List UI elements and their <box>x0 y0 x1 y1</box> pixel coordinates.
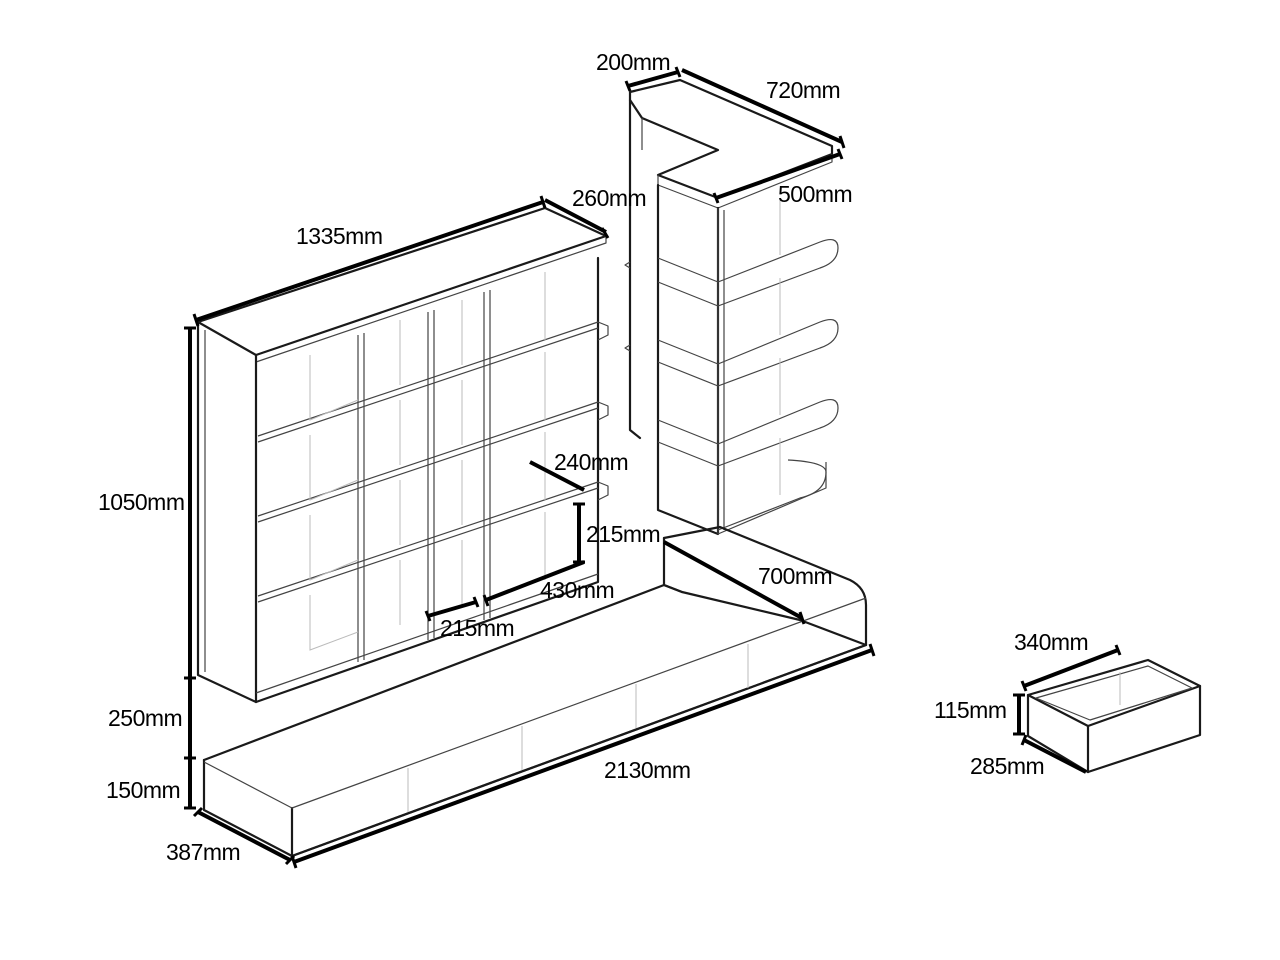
label-drawer-height: 115mm <box>934 697 1007 723</box>
label-cell-height: 215mm <box>586 521 660 547</box>
dimension-lines <box>184 66 1122 869</box>
label-bookshelf-depth: 260mm <box>572 185 646 211</box>
dimension-labels: 1335mm 260mm 1050mm 250mm 150mm 387mm 21… <box>98 49 1089 865</box>
tv-base <box>202 525 868 858</box>
drawer <box>1026 658 1202 774</box>
label-base-length: 2130mm <box>604 757 690 783</box>
label-tower-width: 500mm <box>778 181 852 207</box>
label-drawer-width: 340mm <box>1014 629 1088 655</box>
bookshelf <box>196 206 609 704</box>
label-drawer-depth: 285mm <box>970 753 1044 779</box>
label-tower-top-width: 720mm <box>766 77 840 103</box>
label-bookshelf-width: 1335mm <box>296 223 382 249</box>
label-bookshelf-height: 1050mm <box>98 489 184 515</box>
label-gap-height: 250mm <box>108 705 182 731</box>
label-cell-width-215: 215mm <box>440 615 514 641</box>
label-cell-depth: 240mm <box>554 449 628 475</box>
label-tower-top-depth: 200mm <box>596 49 670 75</box>
label-base-return: 700mm <box>758 563 832 589</box>
label-base-depth: 387mm <box>166 839 240 865</box>
corner-tower <box>624 78 839 536</box>
label-base-height: 150mm <box>106 777 180 803</box>
label-cell-width-430: 430mm <box>540 577 614 603</box>
